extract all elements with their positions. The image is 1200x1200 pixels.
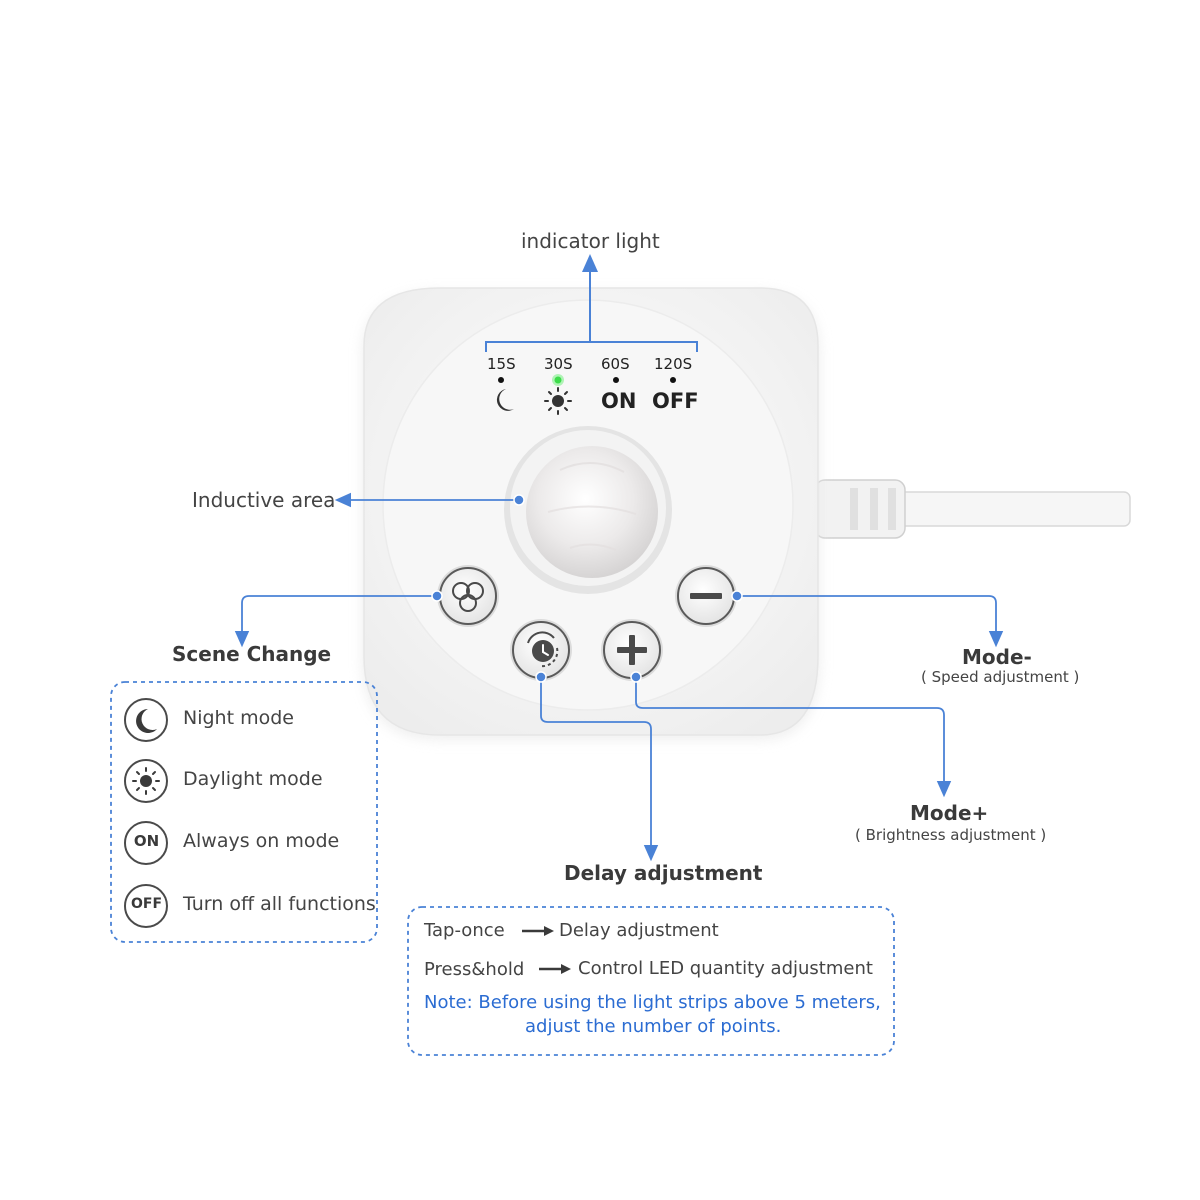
mode-minus-connector [737, 595, 1004, 648]
off-icon: OFF [130, 896, 163, 912]
mode-minus-subtitle: ( Speed adjustment ) [921, 668, 1080, 686]
delay-button[interactable] [510, 619, 572, 681]
mode-plus-title: Mode+ [910, 801, 989, 825]
timer-60s: 60S [601, 355, 630, 373]
scene-button[interactable] [437, 565, 499, 627]
timer-15s: 15S [487, 355, 516, 373]
legend-daylight-label: Daylight mode [183, 768, 323, 790]
inductive-anchor-dot [513, 494, 525, 506]
moon-icon [136, 709, 157, 733]
power-cable [814, 479, 1131, 539]
legend-off-circle [124, 884, 168, 928]
timer-30s: 30S [544, 355, 573, 373]
delay-anchor-dot [535, 671, 547, 683]
indicator-dot-15s [498, 377, 504, 383]
indicator-bracket [485, 254, 698, 352]
indicator-dot-120s [670, 377, 676, 383]
indicator-dot-30s [554, 376, 562, 384]
tap-arrow-icon [522, 926, 554, 936]
inductive-area-label: Inductive area [192, 488, 336, 512]
indicator-on-label: ON [601, 389, 637, 413]
hold-arrow-icon [539, 964, 571, 974]
scene-change-title: Scene Change [172, 642, 332, 666]
note-line-2: adjust the number of points. [525, 1016, 782, 1037]
delay-connector [540, 678, 659, 862]
delay-title: Delay adjustment [564, 861, 763, 885]
indicator-dot-60s [613, 377, 619, 383]
indicator-title: indicator light [521, 229, 660, 253]
indicator-moon-icon [496, 389, 514, 411]
mode-plus-anchor-dot [630, 671, 642, 683]
timer-120s: 120S [654, 355, 693, 373]
tap-once-label: Tap-once [424, 920, 505, 941]
mode-plus-connector [635, 678, 952, 798]
tap-once-result: Delay adjustment [559, 920, 719, 941]
delay-info-box [407, 906, 895, 1056]
note-line-1: Note: Before using the light strips abov… [424, 992, 881, 1013]
indicator-sun-icon [544, 387, 572, 415]
sun-icon [132, 767, 160, 795]
legend-night-label: Night mode [183, 707, 294, 729]
on-icon: ON [133, 832, 160, 850]
mode-minus-anchor-dot [731, 590, 743, 602]
scene-anchor-dot [431, 590, 443, 602]
scene-legend-box [110, 681, 378, 943]
scene-connector [234, 595, 437, 648]
legend-moon-circle [124, 698, 168, 742]
legend-always-on-label: Always on mode [183, 830, 340, 852]
press-hold-label: Press&hold [424, 959, 525, 980]
legend-on-circle [124, 821, 168, 865]
legend-off-label: Turn off all functions [183, 893, 376, 915]
press-hold-result: Control LED quantity adjustment [578, 958, 873, 979]
mode-plus-subtitle: ( Brightness adjustment ) [855, 826, 1047, 844]
mode-minus-title: Mode- [962, 645, 1032, 669]
mode-plus-button[interactable] [601, 619, 663, 681]
indicator-off-label: OFF [652, 389, 699, 413]
pir-sensor-dome [504, 426, 672, 594]
mode-minus-button[interactable] [675, 565, 737, 627]
